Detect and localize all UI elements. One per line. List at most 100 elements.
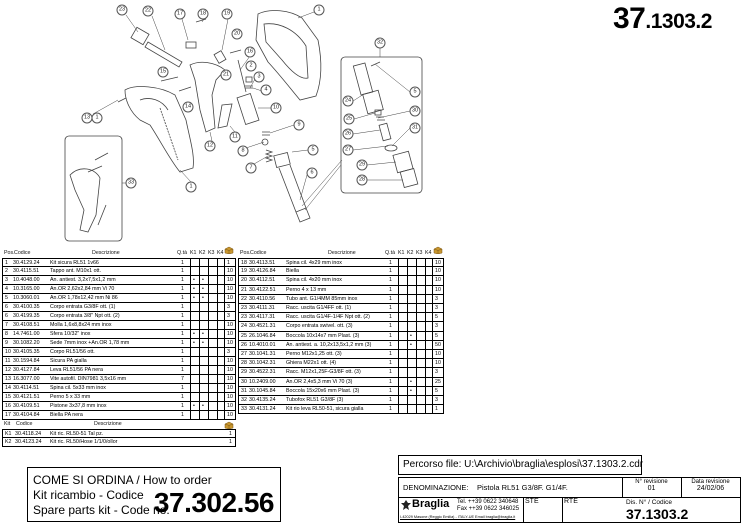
cell-qty: 1 bbox=[181, 268, 184, 274]
cell-pack-qty: 25 bbox=[435, 378, 441, 385]
cell-qty: 7 bbox=[181, 376, 184, 382]
right-shell-part bbox=[255, 10, 322, 101]
callout-number: 5 bbox=[307, 144, 319, 156]
exploded-diagram bbox=[64, 10, 423, 242]
cell-qty: 1 bbox=[389, 260, 392, 266]
column-divider bbox=[398, 359, 399, 368]
kit-33-box bbox=[64, 135, 123, 242]
revision-value: 01 bbox=[647, 485, 656, 492]
cell-pack-qty: 3 bbox=[435, 305, 438, 311]
column-divider bbox=[199, 303, 200, 311]
column-divider bbox=[432, 331, 433, 340]
cell-pack-qty: 3 bbox=[227, 349, 230, 355]
column-divider bbox=[224, 330, 225, 338]
column-divider bbox=[398, 377, 399, 386]
cell-qty: 1 bbox=[389, 305, 392, 311]
column-divider bbox=[416, 331, 417, 340]
rte-cell: RTE bbox=[562, 497, 622, 522]
cell-qty: 1 bbox=[181, 295, 184, 301]
cell-code: 30.4121.51 bbox=[13, 394, 40, 400]
order-kit-code: 37.302.56 bbox=[153, 487, 275, 518]
cell-desc: An. antiest. a. 10,2x13,5x1,2 mm (3) bbox=[286, 341, 372, 348]
cell-pack-qty: 10 bbox=[227, 376, 233, 382]
drawing-number-suffix: .1303.2 bbox=[645, 10, 712, 33]
cell-qty: 1 bbox=[181, 412, 184, 418]
cell-qty: 1 bbox=[389, 323, 392, 330]
cell-qty: 1 bbox=[389, 295, 392, 302]
column-divider bbox=[224, 366, 225, 374]
cell-pos: 5 bbox=[5, 295, 8, 301]
column-divider bbox=[432, 386, 433, 395]
column-divider bbox=[398, 331, 399, 340]
cell-code: 30.4123.24 bbox=[15, 439, 42, 445]
cell-code: 30.4104.84 bbox=[13, 412, 40, 418]
cell-desc: Sfera 10/32" inox bbox=[50, 331, 91, 337]
column-divider bbox=[190, 339, 191, 347]
column-divider bbox=[190, 267, 191, 275]
cell-desc: Racc. M12x1,25F-G3/8F ott. (3) bbox=[286, 369, 361, 376]
callout-number: 18 bbox=[197, 8, 209, 20]
cell-qty: 1 bbox=[389, 341, 392, 348]
cell-qty: 1 bbox=[389, 268, 392, 275]
column-divider bbox=[217, 366, 218, 374]
header-k1: K1 bbox=[398, 250, 405, 256]
cell-k2: • bbox=[202, 340, 204, 346]
column-divider bbox=[190, 384, 191, 392]
cell-desc: An.OR 1,78x12,42 mm Ni 86 bbox=[50, 295, 118, 301]
column-divider bbox=[217, 375, 218, 383]
callout-number: 1 bbox=[91, 112, 103, 124]
order-kit-label: Kit ricambio - Codice bbox=[33, 488, 144, 502]
cell-qty: 1 bbox=[389, 277, 392, 284]
cell-qty: 1 bbox=[181, 358, 184, 364]
cell-pack-qty: 3 bbox=[435, 323, 438, 330]
cell-k2: • bbox=[202, 403, 204, 409]
column-divider bbox=[208, 411, 209, 419]
cell-code: 16.3077.00 bbox=[13, 376, 40, 382]
column-divider bbox=[190, 402, 191, 410]
column-divider bbox=[208, 285, 209, 293]
cell-qty: 1 bbox=[181, 394, 184, 400]
column-divider bbox=[407, 386, 408, 395]
cell-pos: 4 bbox=[5, 286, 8, 292]
callout-number: 21 bbox=[220, 69, 232, 81]
column-divider bbox=[190, 330, 191, 338]
callout-number: 29 bbox=[356, 159, 368, 171]
cell-pack-qty: 10 bbox=[227, 385, 233, 391]
revision-label: N° revisione bbox=[635, 479, 668, 485]
header-desc: Descrizione bbox=[92, 250, 120, 256]
cell-pos: 17 bbox=[5, 412, 11, 418]
column-divider bbox=[199, 375, 200, 383]
cell-pack-qty: 10 bbox=[435, 351, 441, 357]
cell-qty: 1 bbox=[181, 403, 184, 409]
cell-pack-qty: 10 bbox=[435, 360, 441, 367]
callout-number: 10 bbox=[270, 102, 282, 114]
column-divider bbox=[199, 384, 200, 392]
denomination-label: DENOMINAZIONE: bbox=[403, 483, 469, 492]
column-divider bbox=[224, 259, 225, 266]
column-divider bbox=[416, 386, 417, 395]
cell-code: 26.1046.84 bbox=[249, 332, 276, 339]
column-divider bbox=[398, 294, 399, 303]
column-divider bbox=[208, 276, 209, 284]
column-divider bbox=[208, 348, 209, 356]
column-divider bbox=[208, 312, 209, 320]
header-desc: Descrizione bbox=[94, 421, 122, 427]
column-divider bbox=[224, 411, 225, 419]
order-heading: COME SI ORDINA / How to order bbox=[33, 473, 212, 487]
callout-number: 3 bbox=[253, 71, 265, 83]
denomination-value: Pistola RL51 G3/8F. G1/4F. bbox=[477, 483, 568, 492]
cell-kit: K1 bbox=[5, 431, 12, 437]
left-grip-part bbox=[124, 86, 194, 173]
cell-code: 30.4105.35 bbox=[13, 349, 40, 355]
